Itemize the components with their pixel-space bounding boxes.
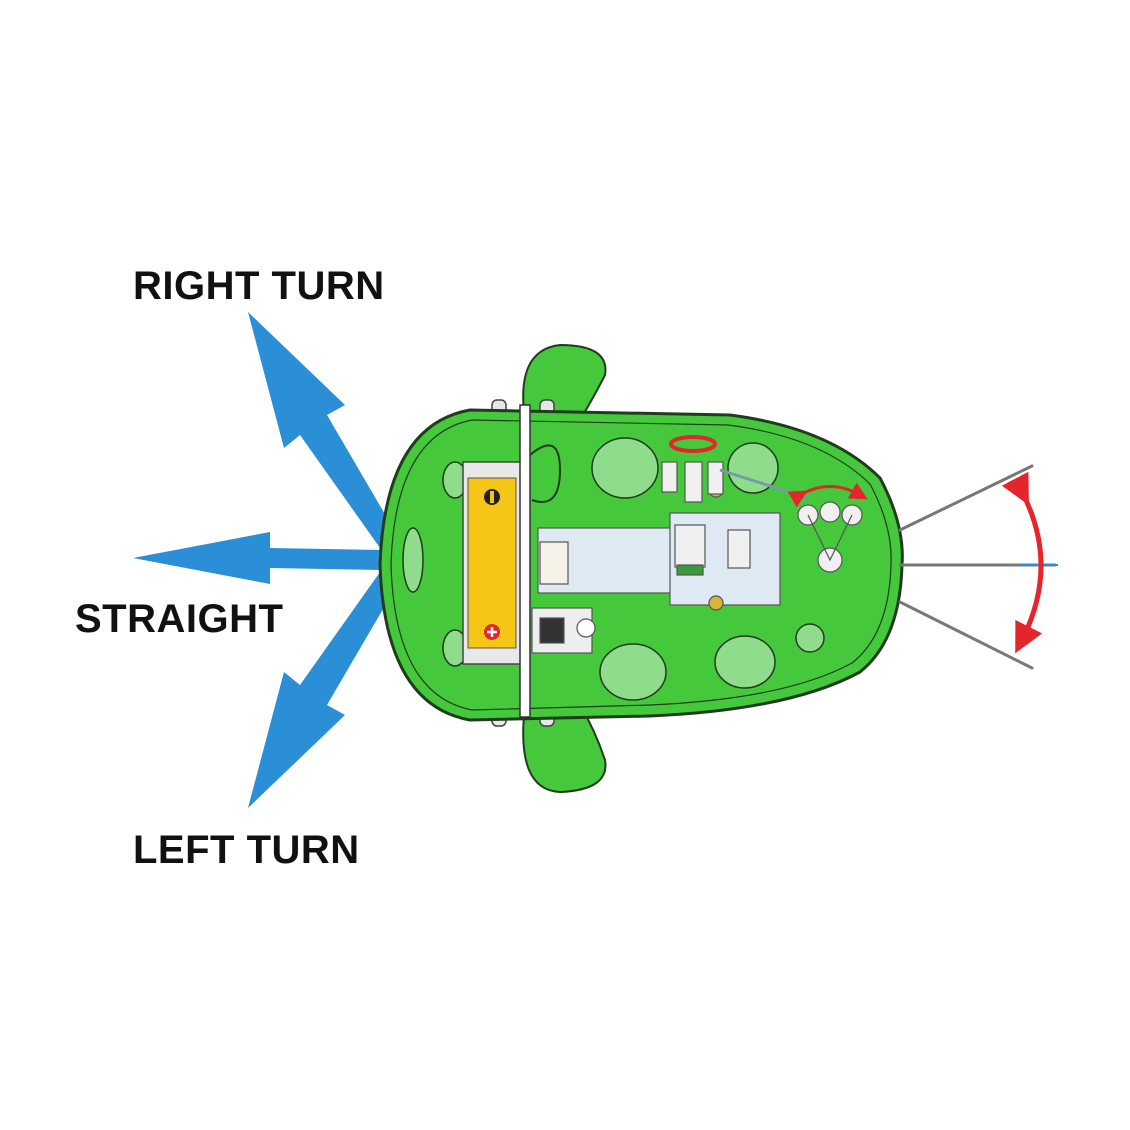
battery-icon xyxy=(462,461,522,665)
sweep-arrow-icon xyxy=(669,435,868,508)
motor-icon xyxy=(531,461,863,654)
left-turn-label: LEFT TURN xyxy=(133,828,360,872)
sweep-arrow-icon xyxy=(1001,471,1044,654)
straight-label: STRAIGHT xyxy=(75,597,284,641)
antenna-icon xyxy=(898,464,1057,670)
right-turn-arrow xyxy=(248,312,400,555)
straight-arrow xyxy=(133,532,385,584)
axle-bar xyxy=(519,404,531,718)
right-turn-label: RIGHT TURN xyxy=(133,264,385,308)
direction-arrow-icon xyxy=(133,312,400,808)
left-turn-arrow xyxy=(248,565,400,808)
